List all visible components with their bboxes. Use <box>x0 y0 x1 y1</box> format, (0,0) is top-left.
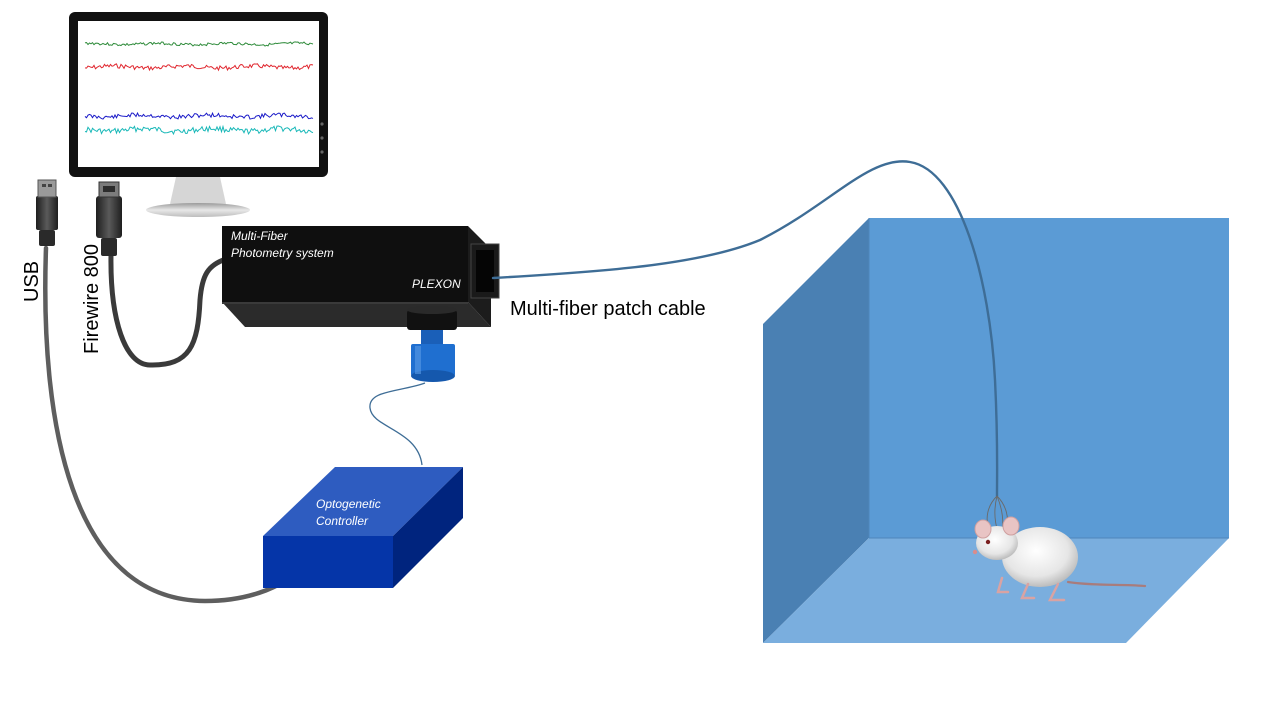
controller-fiber <box>369 382 426 466</box>
controller-label-line2: Controller <box>316 514 369 528</box>
signal-trace <box>84 111 314 120</box>
photometry-label-line1: Multi-Fiber <box>231 229 289 243</box>
usb-label: USB <box>21 261 43 302</box>
computer-monitor-icon <box>69 12 328 217</box>
usb-plug-icon <box>36 179 58 246</box>
optogenetic-controller: Optogenetic Controller <box>263 467 463 588</box>
signal-trace <box>84 41 314 47</box>
multi-fiber-patch-cable <box>491 160 999 498</box>
usb-cable <box>43 245 306 604</box>
photometry-system-box: Multi-Fiber Photometry system PLEXON <box>222 226 500 327</box>
led-module-icon <box>407 306 457 382</box>
arena-left-wall <box>763 218 869 643</box>
patch-cable-label: Multi-fiber patch cable <box>510 298 706 320</box>
signal-trace <box>84 124 314 136</box>
plexon-brand-label: PLEXON <box>412 277 461 291</box>
photometry-label-line2: Photometry system <box>231 246 334 260</box>
firewire-plug-icon <box>96 181 122 256</box>
firewire-cable <box>108 252 229 368</box>
monitor-stand <box>146 203 250 217</box>
mouse-icon <box>972 516 1147 602</box>
monitor-neck <box>170 177 226 204</box>
signal-trace <box>84 63 314 72</box>
behavior-arena <box>763 218 1229 643</box>
arena-floor <box>763 538 1229 643</box>
controller-label-line1: Optogenetic <box>316 497 381 511</box>
firewire-label: Firewire 800 <box>81 244 103 354</box>
arena-back-wall <box>869 218 1229 538</box>
